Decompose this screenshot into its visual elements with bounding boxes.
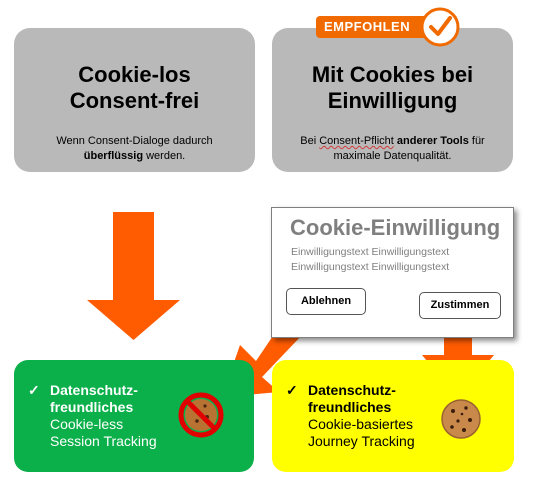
reject-button[interactable]: Ablehnen xyxy=(286,288,366,315)
cookieless-option-card: Cookie-los Consent-frei Wenn Consent-Dia… xyxy=(14,28,255,172)
cookieless-title: Cookie-los Consent-frei xyxy=(69,62,200,113)
consent-dialog: Cookie-Einwilligung Einwilligungstext Ei… xyxy=(271,207,514,338)
consent-dialog-title: Cookie-Einwilligung xyxy=(290,215,501,240)
consent-option-title: Mit Cookies bei Einwilligung xyxy=(311,62,474,113)
cookie-result-text: ✓ Datenschutz- freundliches Cookie-basie… xyxy=(286,382,415,449)
no-cookie-icon xyxy=(178,392,224,438)
check-icon: ✓ xyxy=(28,382,40,398)
accept-button[interactable]: Zustimmen xyxy=(419,292,501,319)
recommended-badge: EMPFOHLEN xyxy=(316,16,451,38)
cookie-icon xyxy=(441,399,481,439)
check-icon: ✓ xyxy=(286,382,298,398)
cookieless-result-box: ✓ Datenschutz- freundliches Cookie-less … xyxy=(14,360,254,472)
consent-option-description: Bei Consent-Pflicht anderer Tools für ma… xyxy=(300,135,485,162)
consent-dialog-text: Einwilligungstext Einwilligungstext Einw… xyxy=(291,246,450,273)
down-arrow-icon xyxy=(87,212,180,340)
checkmark-circle-icon xyxy=(420,7,460,47)
consent-option-card: Mit Cookies bei Einwilligung Bei Consent… xyxy=(272,28,513,172)
cookieless-result-text: ✓ Datenschutz- freundliches Cookie-less … xyxy=(28,382,157,449)
cookieless-description: Wenn Consent-Dialoge dadurch überflüssig… xyxy=(56,135,213,162)
